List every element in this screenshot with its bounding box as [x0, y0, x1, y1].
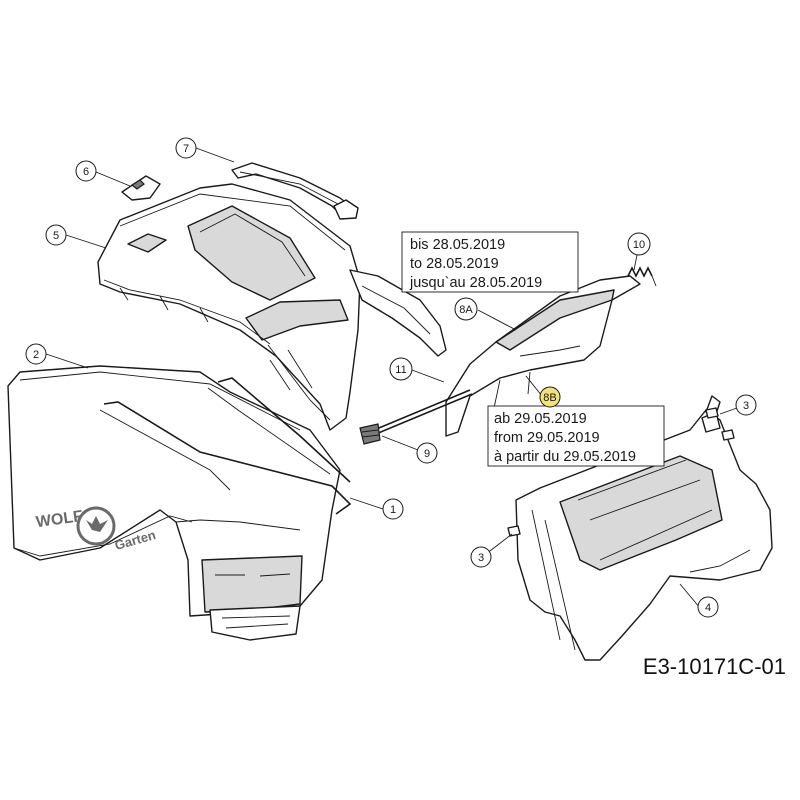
callout-8a: 8A	[454, 297, 478, 321]
note-line: bis 28.05.2019	[410, 237, 505, 253]
part-spring-bottom	[359, 423, 381, 445]
callout-3-left: 3	[470, 546, 492, 568]
note-before-date: bis 28.05.2019 to 28.05.2019 jusqu`au 28…	[401, 231, 579, 293]
note-line: jusqu`au 28.05.2019	[409, 275, 542, 291]
svg-text:10: 10	[633, 239, 645, 251]
svg-text:3: 3	[478, 552, 484, 564]
note-line: ab 29.05.2019	[494, 411, 587, 427]
svg-text:6: 6	[83, 166, 89, 178]
diagram-code-label: E3-10171C-01	[642, 654, 786, 679]
callout-2: 2	[25, 343, 47, 365]
part-clip-cover	[121, 175, 161, 201]
callout-8b: 8B	[539, 386, 561, 408]
callout-11: 11	[389, 357, 413, 381]
svg-text:1: 1	[390, 504, 396, 516]
part-handle	[231, 162, 359, 220]
part-bag-frame	[103, 377, 352, 515]
svg-text:11: 11	[395, 364, 406, 376]
brand-logo-word1: WOLF	[35, 508, 84, 531]
leader-lines	[45, 147, 738, 609]
part-deflector-flap	[445, 275, 641, 437]
svg-text:2: 2	[33, 349, 39, 361]
note-line: from 29.05.2019	[494, 430, 600, 446]
callout-4: 4	[697, 596, 719, 618]
part-grass-bag	[7, 365, 341, 641]
callout-9: 9	[416, 442, 438, 464]
svg-text:7: 7	[183, 143, 189, 155]
callout-1: 1	[382, 498, 404, 520]
svg-text:5: 5	[53, 230, 59, 242]
callout-6: 6	[75, 160, 97, 182]
svg-text:3: 3	[743, 400, 749, 412]
note-line: à partir du 29.05.2019	[494, 449, 636, 465]
note-after-date: ab 29.05.2019 from 29.05.2019 à partir d…	[487, 405, 665, 467]
callout-5: 5	[45, 224, 67, 246]
callout-3-right: 3	[735, 394, 757, 416]
svg-text:8B: 8B	[543, 392, 556, 404]
part-axle-rod	[373, 389, 473, 435]
part-clip-nut	[507, 407, 735, 537]
note-line: to 28.05.2019	[410, 256, 499, 272]
svg-text:4: 4	[705, 602, 711, 614]
part-spring-top	[627, 266, 657, 287]
svg-text:9: 9	[424, 448, 430, 460]
part-upper-housing	[97, 183, 361, 431]
part-rear-frame	[515, 395, 773, 661]
svg-text:8A: 8A	[459, 304, 473, 316]
callout-10: 10	[627, 232, 651, 256]
callout-7: 7	[175, 137, 197, 159]
part-housing-arm	[349, 269, 447, 357]
